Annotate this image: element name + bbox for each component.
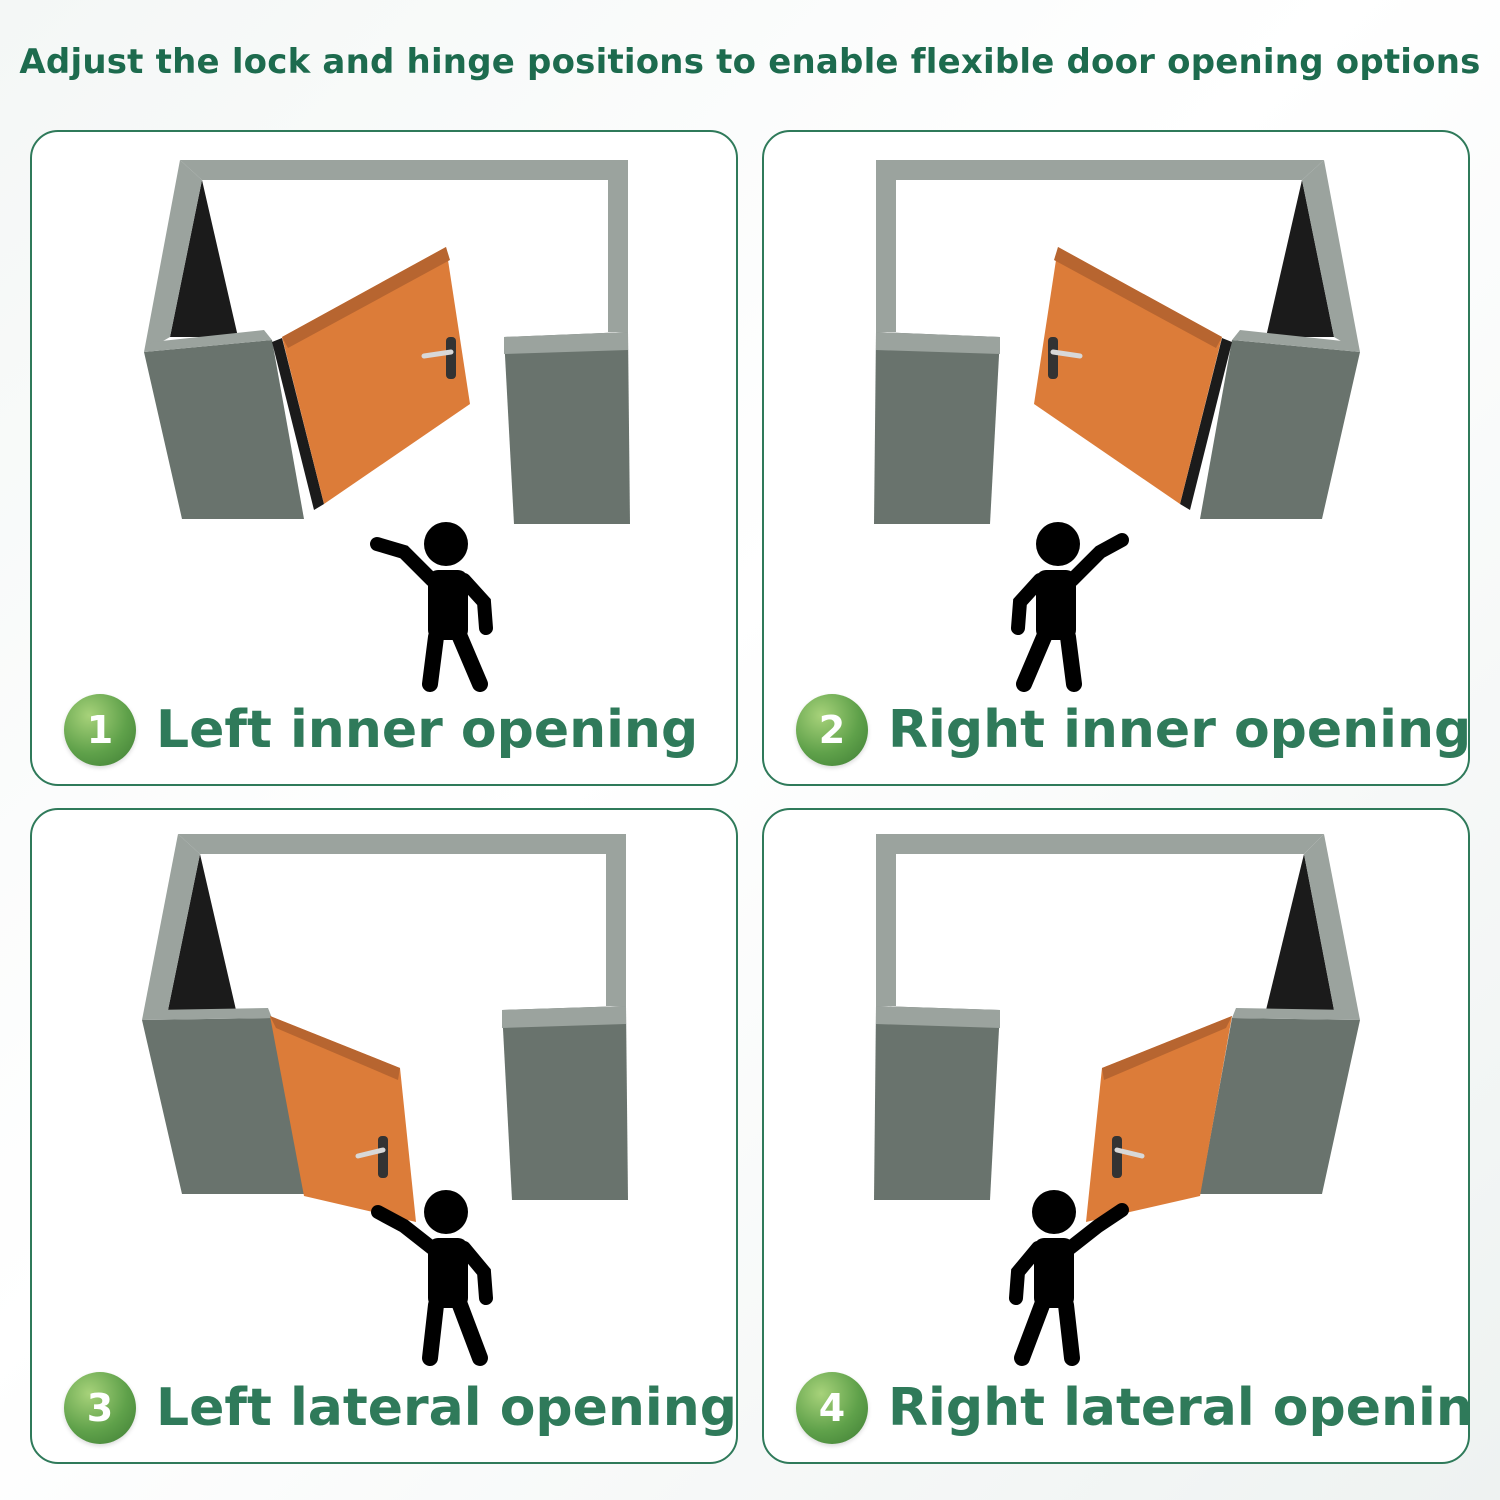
panel-caption: 3 Left lateral opening — [64, 1368, 737, 1448]
room-walls — [142, 834, 628, 1200]
option-panel-right-lateral: 4 Right lateral opening — [762, 808, 1470, 1464]
option-panel-right-inner: 2 Right inner opening — [762, 130, 1470, 786]
right-inner-opening-illustration — [874, 160, 1360, 692]
option-panel-left-lateral: 3 Left lateral opening — [30, 808, 738, 1464]
step-badge: 4 — [796, 1372, 868, 1444]
panel-label: Left inner opening — [156, 700, 699, 760]
door-handle-icon — [1112, 1136, 1145, 1178]
person-icon — [370, 522, 493, 692]
room-walls — [874, 160, 1360, 524]
panel-label: Left lateral opening — [156, 1378, 737, 1438]
option-panel-left-inner: 1 Left inner opening — [30, 130, 738, 786]
step-badge: 3 — [64, 1372, 136, 1444]
right-lateral-opening-illustration — [874, 834, 1360, 1366]
door — [1086, 1016, 1232, 1222]
left-inner-opening-illustration — [144, 160, 630, 692]
panel-caption: 2 Right inner opening — [796, 690, 1470, 770]
door — [1034, 247, 1232, 510]
panel-label: Right lateral opening — [888, 1378, 1470, 1438]
door-handle-icon — [1048, 337, 1083, 379]
room-walls — [874, 834, 1360, 1200]
left-lateral-opening-illustration — [142, 834, 628, 1366]
panel-caption: 4 Right lateral opening — [796, 1368, 1470, 1448]
door-handle-icon — [355, 1136, 388, 1178]
person-icon — [1009, 1190, 1129, 1366]
step-badge: 2 — [796, 694, 868, 766]
step-badge: 1 — [64, 694, 136, 766]
panel-caption: 1 Left inner opening — [64, 690, 698, 770]
door-handle-icon — [421, 337, 456, 379]
page-title: Adjust the lock and hinge positions to e… — [19, 42, 1481, 82]
room-walls — [144, 160, 630, 524]
person-icon — [1011, 522, 1129, 692]
person-icon — [371, 1190, 493, 1366]
panel-label: Right inner opening — [888, 700, 1470, 760]
door — [272, 247, 470, 510]
